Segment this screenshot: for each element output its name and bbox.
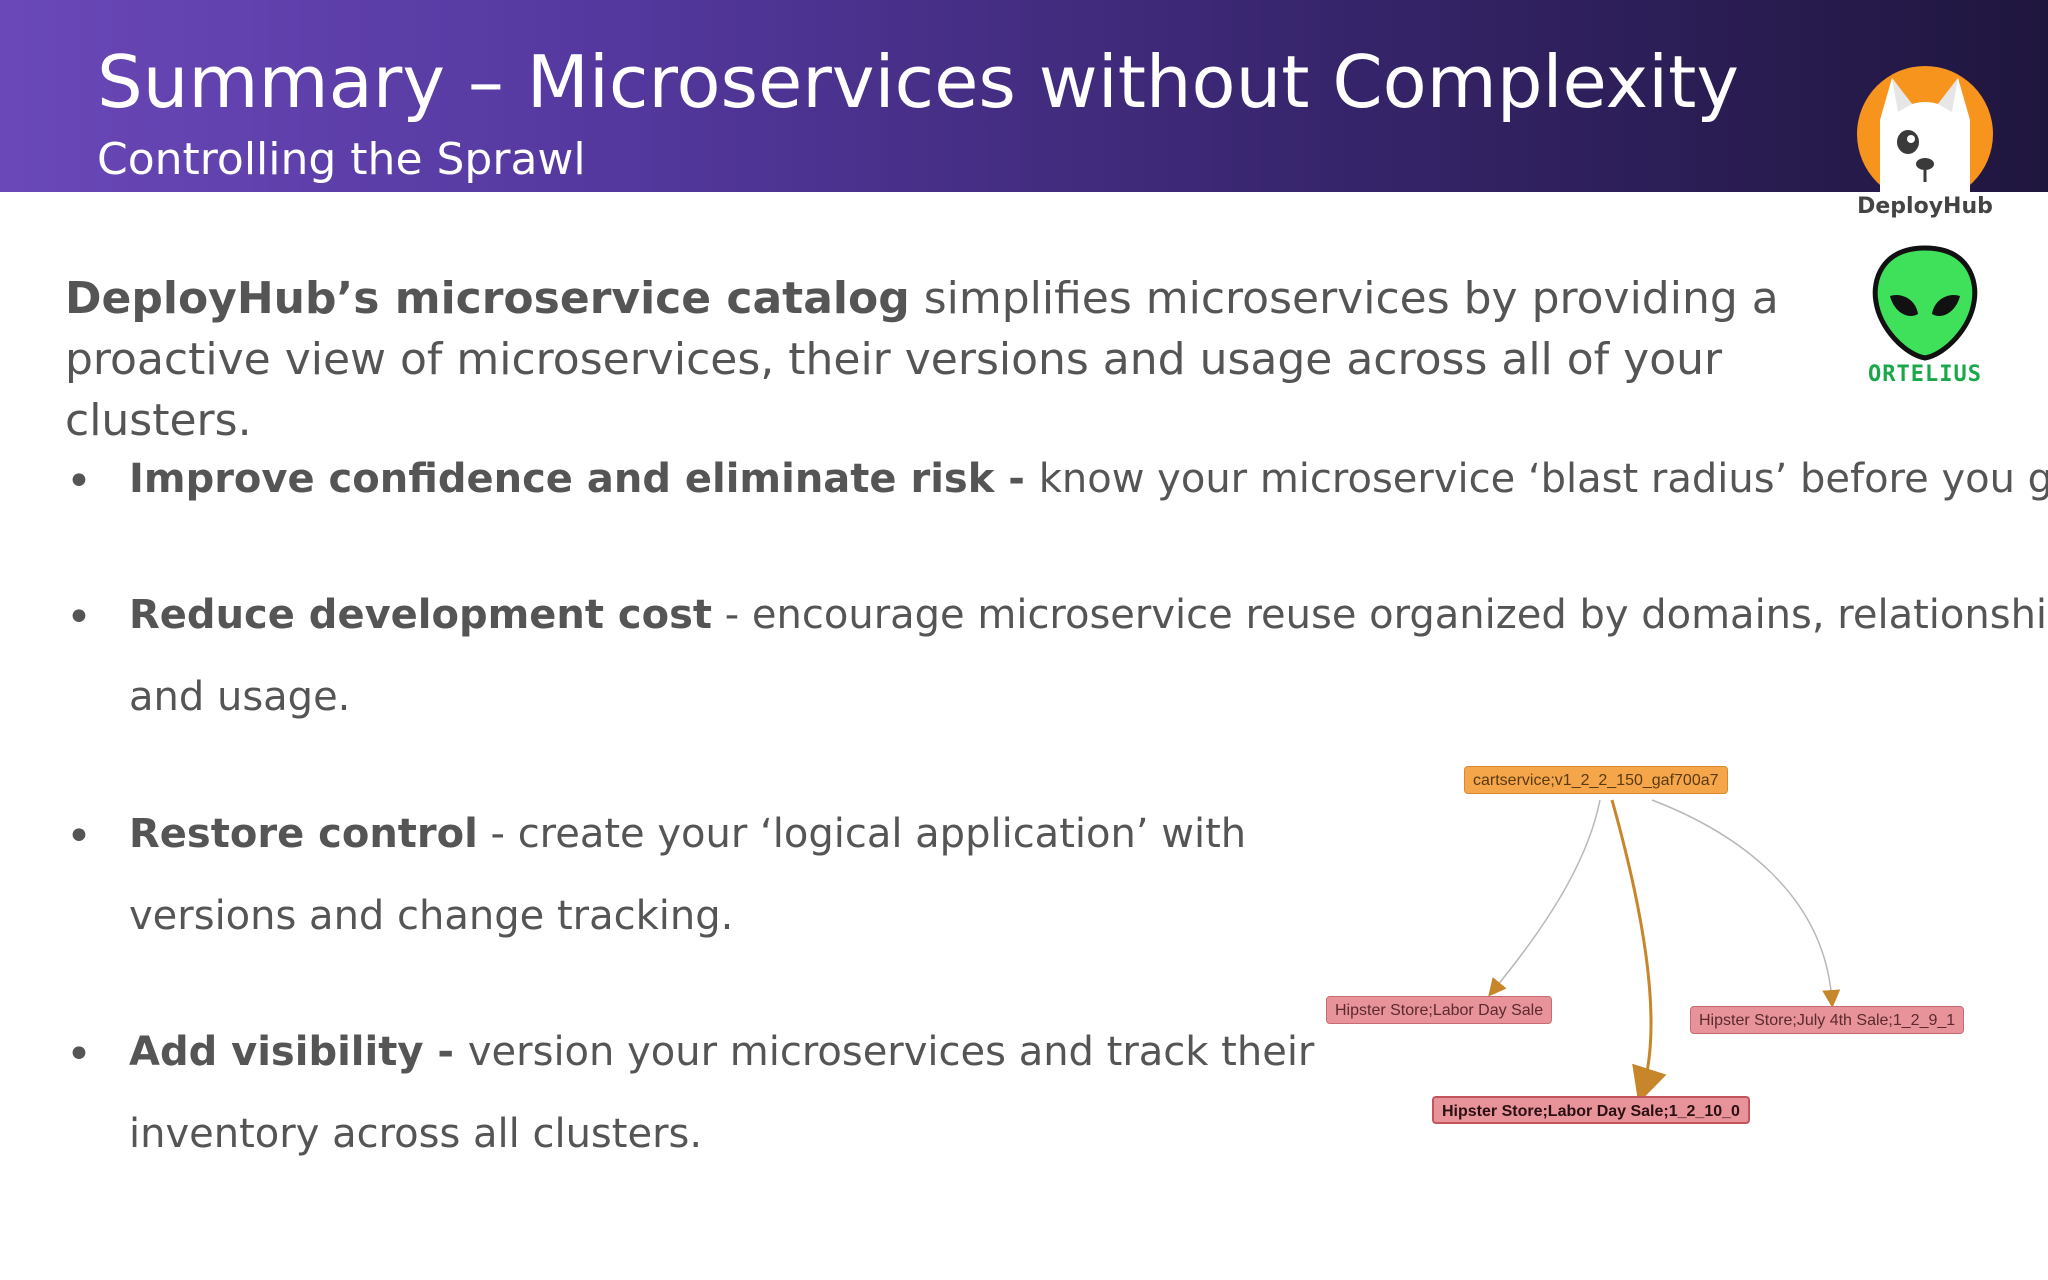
dependency-graph: cartservice;v1_2_2_150_gaf700a7 Hipster … [1320, 760, 2000, 1140]
slide-title: Summary – Microservices without Complexi… [97, 40, 1740, 124]
intro-paragraph: DeployHub’s microservice catalog simplif… [65, 268, 1825, 451]
ortelius-logo: ORTELIUS [1850, 244, 2000, 394]
intro-bold: DeployHub’s microservice catalog [65, 273, 910, 324]
graph-node-application-version[interactable]: Hipster Store;Labor Day Sale;1_2_10_0 [1432, 1096, 1750, 1124]
bullet-item-cost: Reduce development cost - encourage micr… [129, 592, 2048, 638]
graph-node-service[interactable]: cartservice;v1_2_2_150_gaf700a7 [1464, 766, 1728, 794]
edge-to-labor [1488, 799, 1601, 997]
bullet-marker: • [66, 592, 92, 643]
deployhub-dog-icon [1857, 66, 1993, 202]
deployhub-logo: DeployHub [1850, 60, 2000, 230]
bullet-continuation: inventory across all clusters. [129, 1111, 703, 1157]
edge-to-july [1651, 799, 1841, 1008]
bullet-text: version your microservices and track the… [467, 1029, 1315, 1075]
bullet-text: - create your ‘logical application’ with [477, 811, 1247, 857]
bullet-continuation: and usage. [129, 674, 351, 720]
bullet-text: know your microservice ‘blast radius’ be… [1038, 456, 2048, 502]
bullet-item-confidence: Improve confidence and eliminate risk - … [129, 456, 2048, 502]
bullet-heading: Restore control [129, 811, 478, 857]
bullet-marker: • [66, 456, 92, 507]
alien-head-icon [1872, 245, 1978, 361]
slide-header: Summary – Microservices without Complexi… [0, 0, 2048, 192]
bullet-heading: Improve confidence and eliminate risk - [129, 456, 1039, 502]
graph-edges [1488, 799, 1841, 1104]
bullet-heading: Add visibility - [129, 1029, 468, 1075]
bullet-marker: • [66, 811, 92, 862]
bullet-text: - encourage microservice reuse organized… [712, 592, 2048, 638]
bullet-item-visibility: Add visibility - version your microservi… [129, 1029, 1314, 1075]
bullet-item-control: Restore control - create your ‘logical a… [129, 811, 1246, 857]
edge-to-labor-version [1610, 799, 1667, 1104]
slide-subtitle: Controlling the Sprawl [97, 134, 586, 185]
bullet-marker: • [66, 1029, 92, 1080]
bullet-continuation: versions and change tracking. [129, 893, 734, 939]
ortelius-logo-text: ORTELIUS [1868, 362, 1982, 387]
intro-text: simplifies microservices by providing a … [65, 273, 1779, 446]
bullet-heading: Reduce development cost [129, 592, 713, 638]
graph-node-application[interactable]: Hipster Store;Labor Day Sale [1326, 996, 1553, 1024]
deployhub-logo-text: DeployHub [1857, 194, 1993, 219]
graph-node-application-version[interactable]: Hipster Store;July 4th Sale;1_2_9_1 [1690, 1006, 1965, 1034]
